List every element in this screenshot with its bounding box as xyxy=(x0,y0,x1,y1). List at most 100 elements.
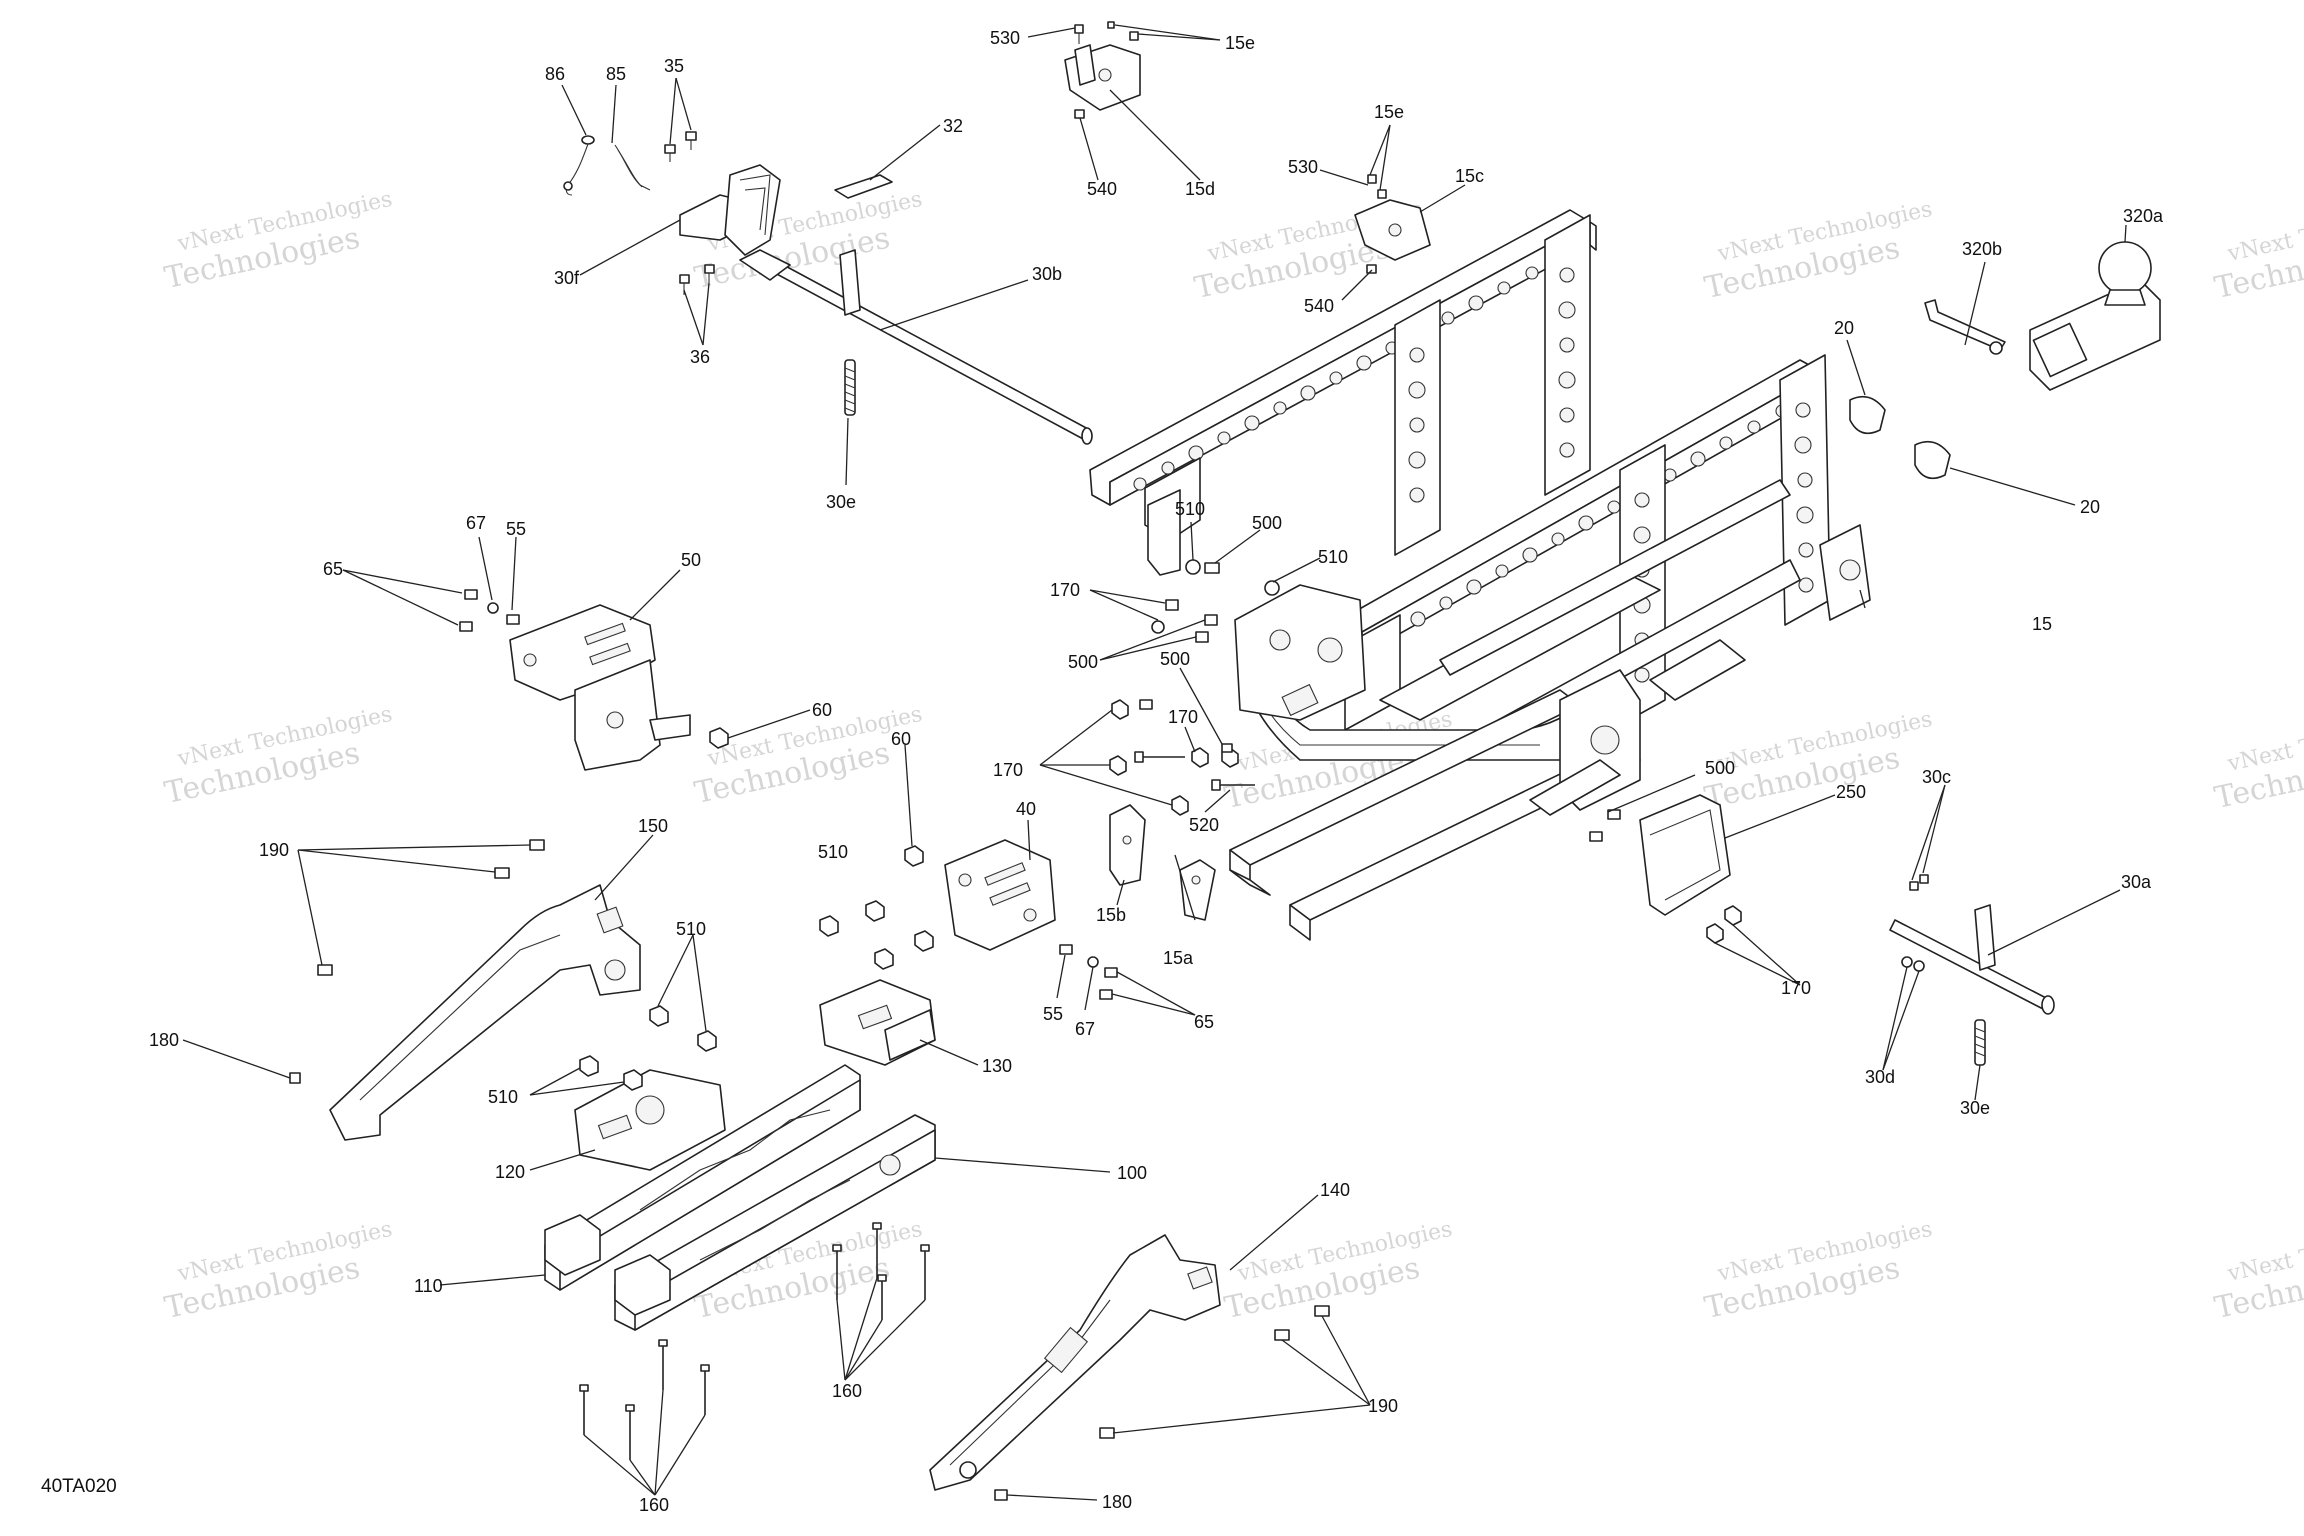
parts xyxy=(289,21,2161,1501)
callout-320b: 320b xyxy=(1962,239,2002,259)
bracket-40 xyxy=(944,839,1056,951)
cover-250 xyxy=(1639,794,1731,916)
callout-320a: 320a xyxy=(2123,206,2164,226)
callout-85: 85 xyxy=(606,64,626,84)
bracket-50 xyxy=(509,604,691,771)
nut-60-a xyxy=(709,727,729,749)
callout-36: 36 xyxy=(690,347,710,367)
bracket-15c xyxy=(1354,174,1431,274)
watermark-15: vNext Technologies Technologies xyxy=(2211,1217,2304,1326)
fasteners-65-67-55-top xyxy=(459,589,520,632)
callout-30a: 30a xyxy=(2121,872,2152,892)
callout-530: 530 xyxy=(1288,157,1318,177)
callout-140: 140 xyxy=(1320,1180,1350,1200)
callout-35: 35 xyxy=(664,56,684,76)
callout-65: 65 xyxy=(1194,1012,1214,1032)
callout-530: 530 xyxy=(990,28,1020,48)
fasteners-170-500-510 xyxy=(1109,559,1742,944)
callout-15c: 15c xyxy=(1455,166,1484,186)
watermark-10: vNext Technologies Technologies xyxy=(2211,707,2304,816)
nut-60-b xyxy=(904,845,924,867)
callout-20: 20 xyxy=(2080,497,2100,517)
clamp-20-bot xyxy=(1914,440,1951,480)
callout-55: 55 xyxy=(1043,1004,1063,1024)
callout-180: 180 xyxy=(1102,1492,1132,1512)
callout-130: 130 xyxy=(982,1056,1012,1076)
nuts-510-d xyxy=(819,900,934,970)
lever-assembly-30f xyxy=(563,131,781,256)
bracket-130 xyxy=(819,979,936,1066)
callout-60: 60 xyxy=(891,729,911,749)
bracket-15b xyxy=(1109,804,1146,886)
callout-500: 500 xyxy=(1160,649,1190,669)
rails-110-100 xyxy=(544,1064,936,1331)
watermark-6: vNext Technologies Technologies xyxy=(161,702,394,811)
callout-15a: 15a xyxy=(1163,948,1194,968)
watermark-1: vNext Technologies Technologies xyxy=(161,187,394,296)
callout-15e: 15e xyxy=(1225,33,1255,53)
callout-160: 160 xyxy=(832,1381,862,1401)
callout-180: 180 xyxy=(149,1030,179,1050)
callout-500: 500 xyxy=(1252,513,1282,533)
nuts-510-c xyxy=(649,1005,717,1052)
callout-30b: 30b xyxy=(1032,264,1062,284)
watermark-14: vNext Technologies Technologies xyxy=(1701,1217,1934,1326)
callout-510: 510 xyxy=(1318,547,1348,567)
fasteners-55-67-65-bot xyxy=(1059,944,1118,1000)
watermark-4: vNext Technologies Technologies xyxy=(1701,197,1934,306)
bolts-160-bot xyxy=(579,1339,710,1460)
callout-150: 150 xyxy=(638,816,668,836)
callout-65: 65 xyxy=(323,559,343,579)
callout-15b: 15b xyxy=(1096,905,1126,925)
callout-160: 160 xyxy=(639,1495,669,1515)
callout-190: 190 xyxy=(259,840,289,860)
watermark-13: vNext Technologies Technologies xyxy=(1221,1217,1454,1326)
callout-510: 510 xyxy=(488,1087,518,1107)
callout-190: 190 xyxy=(1368,1396,1398,1416)
callout-67: 67 xyxy=(1075,1019,1095,1039)
plate-32 xyxy=(834,174,893,199)
callout-170: 170 xyxy=(1781,978,1811,998)
callout-15d: 15d xyxy=(1185,179,1215,199)
bolts-160-top xyxy=(832,1222,930,1320)
hitch-320 xyxy=(1924,241,2161,391)
watermark-5: vNext Technologies Technologies xyxy=(2211,197,2304,306)
callout-540: 540 xyxy=(1304,296,1334,316)
callout-100: 100 xyxy=(1117,1163,1147,1183)
callout-40: 40 xyxy=(1016,799,1036,819)
callout-250: 250 xyxy=(1836,782,1866,802)
callout-500: 500 xyxy=(1705,758,1735,778)
callout-30d: 30d xyxy=(1865,1067,1895,1087)
callout-170: 170 xyxy=(1050,580,1080,600)
callout-120: 120 xyxy=(495,1162,525,1182)
callout-15e: 15e xyxy=(1374,102,1404,122)
nuts-510-e xyxy=(579,1055,643,1091)
callout-67: 67 xyxy=(466,513,486,533)
callout-540: 540 xyxy=(1087,179,1117,199)
spring-30e-top xyxy=(844,359,856,416)
callout-510: 510 xyxy=(676,919,706,939)
bracket-15d xyxy=(1064,21,1141,119)
callout-15: 15 xyxy=(2032,614,2052,634)
shaft-30a xyxy=(1889,874,2055,1066)
callout-50: 50 xyxy=(681,550,701,570)
callout-30f: 30f xyxy=(554,268,580,288)
clamp-20-top xyxy=(1849,395,1886,435)
screws-36 xyxy=(679,264,715,295)
callout-32: 32 xyxy=(943,116,963,136)
callout-30e: 30e xyxy=(1960,1098,1990,1118)
callout-170: 170 xyxy=(993,760,1023,780)
shaft-30b xyxy=(739,249,1093,445)
leader-lines xyxy=(182,24,2127,1501)
arm-150 xyxy=(289,839,641,1141)
bracket-15a xyxy=(1179,859,1216,921)
diagram-code: 40TA020 xyxy=(41,1476,117,1497)
callout-510: 510 xyxy=(1175,499,1205,519)
callout-510: 510 xyxy=(818,842,848,862)
callout-60: 60 xyxy=(812,700,832,720)
callout-20: 20 xyxy=(1834,318,1854,338)
arm-140 xyxy=(929,1234,1330,1501)
callout-labels: 530 15e 86 85 35 32 540 15d 15e 530 15c … xyxy=(41,28,2164,1515)
callout-55: 55 xyxy=(506,519,526,539)
